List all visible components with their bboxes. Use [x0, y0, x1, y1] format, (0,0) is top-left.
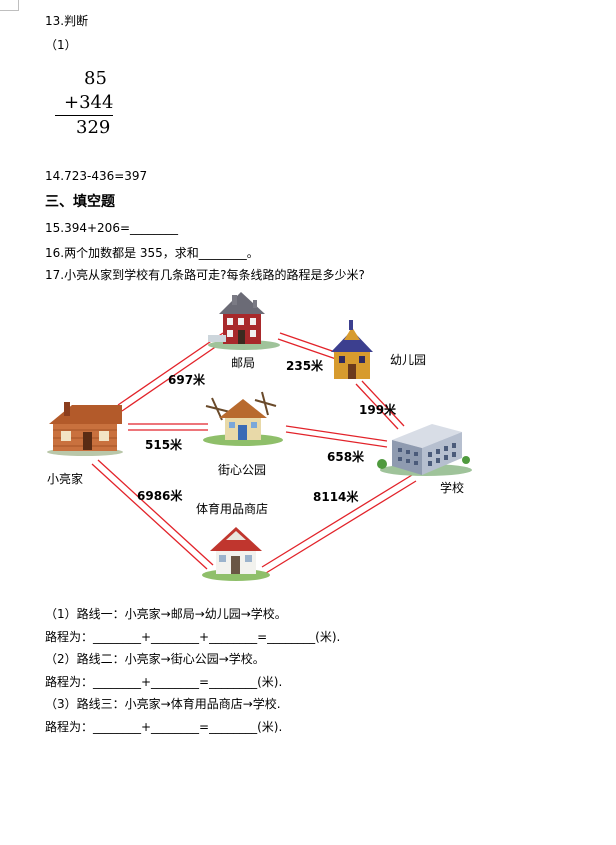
addend-2: +344	[64, 92, 114, 113]
road-home-park	[128, 423, 208, 431]
q14-text: 14.723-436=397	[45, 169, 148, 183]
distance-kinder-school: 199米	[359, 402, 397, 417]
route-3-label: （3）路线三：小亮家→体育用品商店→学校.	[45, 697, 281, 711]
road-store-school	[261, 474, 417, 574]
q16-text: 16.两个加数都是 355，求和________。	[45, 246, 259, 260]
label-park: 街心公园	[218, 463, 266, 477]
school-icon	[377, 424, 472, 476]
section-3-title: 三、填空题	[45, 194, 115, 210]
distance-home-park: 515米	[145, 437, 183, 452]
park-icon	[203, 391, 283, 446]
distance-post-kinder: 235米	[286, 358, 324, 373]
distance-store-school: 8114米	[313, 489, 359, 504]
route-3-blank: 路程为：________+________=________(米).	[45, 720, 283, 734]
road-post-kinder	[277, 332, 339, 360]
distance-home-store: 6986米	[137, 488, 183, 503]
road-home-post	[117, 332, 228, 412]
kindergarten-icon	[331, 320, 373, 379]
q13-sub-label: （1）	[45, 38, 77, 52]
roads	[91, 332, 417, 574]
sports-store-icon	[202, 527, 270, 581]
addition-rule	[55, 115, 113, 116]
route-2-blank: 路程为：________+________=________(米).	[45, 675, 283, 689]
label-sports-store: 体育用品商店	[196, 501, 268, 516]
route-1-label: （1）路线一：小亮家→邮局→幼儿园→学校。	[45, 607, 287, 621]
home-icon	[47, 402, 123, 456]
road-park-school	[285, 425, 388, 448]
addend-1: 85	[84, 68, 107, 89]
road-kinder-school	[355, 380, 405, 430]
distance-park-school: 658米	[327, 449, 365, 464]
q17-text: 17.小亮从家到学校有几条路可走?每条线路的路程是多少米?	[45, 268, 365, 282]
q13-title: 13.判断	[45, 14, 89, 28]
distance-home-post: 697米	[168, 372, 206, 387]
route-2-label: （2）路线二：小亮家→街心公园→学校。	[45, 652, 265, 666]
label-kindergarten: 幼儿园	[390, 353, 426, 367]
route-map: 邮局 幼儿园 小亮家 街心公园 学校 体育用品商店 697米 235米 199米…	[47, 292, 472, 581]
label-post-office: 邮局	[231, 356, 255, 370]
q15-text: 15.394+206=________	[45, 221, 179, 235]
page-corner-mark	[0, 0, 19, 11]
road-home-store	[91, 459, 214, 570]
addition-result: 329	[76, 117, 111, 138]
route-1-blank: 路程为：________+________+________=________(…	[45, 630, 341, 644]
label-school: 学校	[440, 480, 464, 495]
post-office-icon	[208, 292, 280, 350]
label-home: 小亮家	[47, 471, 83, 486]
